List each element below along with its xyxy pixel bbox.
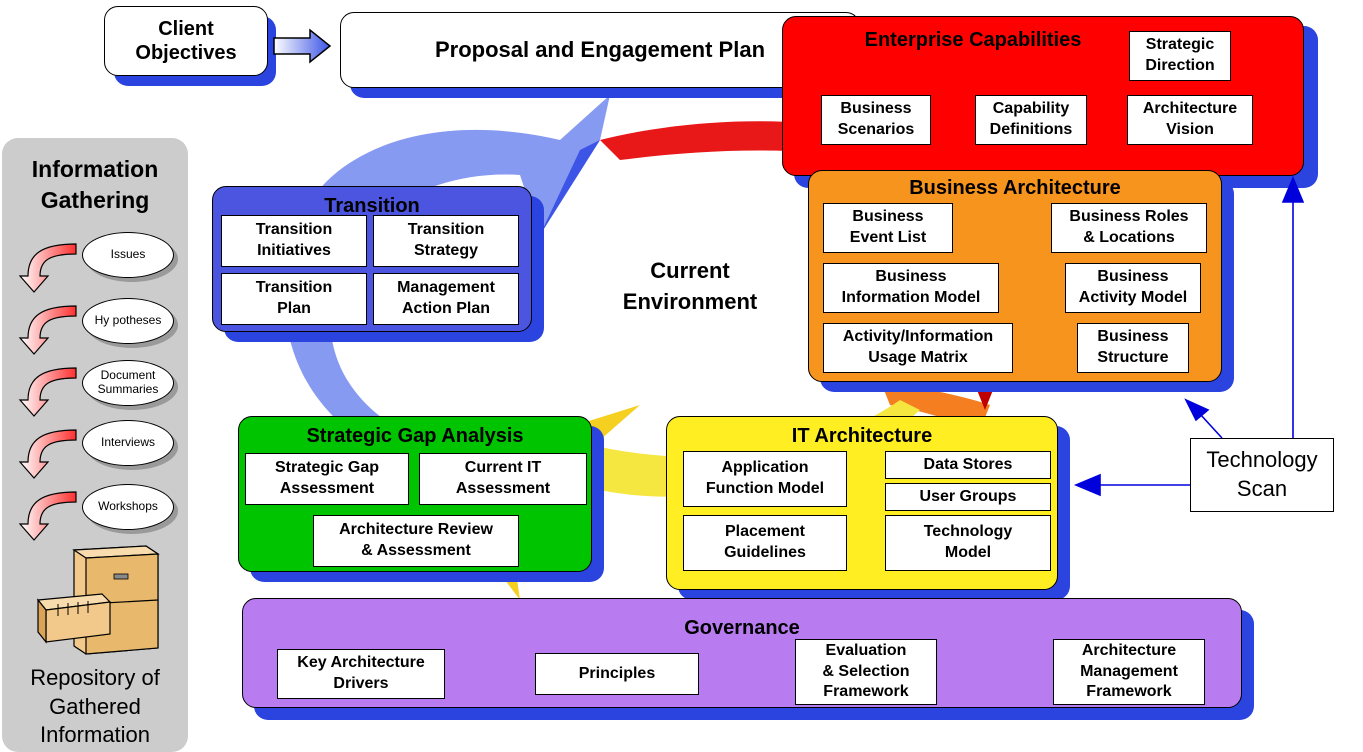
blue-cycle-highlight [540, 140, 600, 235]
governance-panel: Governance Key Architecture Drivers Prin… [242, 598, 1242, 708]
activity-information-matrix-box[interactable]: Activity/Information Usage Matrix [823, 323, 1013, 373]
technology-model-box[interactable]: Technology Model [885, 515, 1051, 571]
repository-label: Repository of Gathered Information [30, 665, 160, 748]
strategic-gap-assessment-box[interactable]: Strategic Gap Assessment [245, 453, 409, 505]
data-stores-box[interactable]: Data Stores [885, 451, 1051, 479]
it-architecture-panel: IT Architecture Application Function Mod… [666, 416, 1058, 590]
transition-title: Transition [324, 195, 420, 217]
strategic-gap-analysis-panel: Strategic Gap Analysis Strategic Gap Ass… [238, 416, 592, 572]
workshops-ellipse[interactable]: Workshops [82, 484, 174, 530]
evaluation-selection-box[interactable]: Evaluation & Selection Framework [795, 639, 937, 705]
architecture-review-box[interactable]: Architecture Review & Assessment [313, 515, 519, 567]
user-groups-box[interactable]: User Groups [885, 483, 1051, 511]
gathering-arrows-icon [18, 243, 77, 541]
client-objectives-box[interactable]: Client Objectives [104, 6, 268, 76]
transition-panel: Transition Transition Initiatives Transi… [212, 186, 532, 332]
technology-scan-box[interactable] [1190, 438, 1334, 512]
application-function-model-box[interactable]: Application Function Model [683, 451, 847, 507]
business-architecture-panel: Business Architecture Business Event Lis… [808, 170, 1222, 382]
transition-initiatives-box[interactable]: Transition Initiatives [221, 215, 367, 267]
current-it-assessment-box[interactable]: Current IT Assessment [419, 453, 587, 505]
document-summaries-ellipse[interactable]: Document Summaries [82, 360, 174, 406]
business-scenarios-box[interactable]: Business Scenarios [821, 95, 931, 145]
issues-ellipse[interactable]: Issues [82, 232, 174, 278]
interviews-ellipse[interactable]: Interviews [82, 420, 174, 466]
key-architecture-drivers-box[interactable]: Key Architecture Drivers [277, 649, 445, 699]
enterprise-capabilities-panel: Enterprise Capabilities Strategic Direct… [782, 16, 1304, 176]
business-activity-model-box[interactable]: Business Activity Model [1065, 263, 1201, 313]
management-action-plan-box[interactable]: Management Action Plan [373, 273, 519, 325]
strategic-gap-analysis-title: Strategic Gap Analysis [306, 425, 524, 447]
filing-cabinet-icon [36, 545, 160, 655]
principles-box[interactable]: Principles [535, 653, 699, 695]
client-objectives-arrow-icon [273, 28, 332, 64]
transition-strategy-box[interactable]: Transition Strategy [373, 215, 519, 267]
business-roles-locations-box[interactable]: Business Roles & Locations [1051, 203, 1207, 253]
it-architecture-title: IT Architecture [791, 425, 933, 447]
hypotheses-ellipse[interactable]: Hy potheses [82, 298, 174, 344]
proposal-box[interactable]: Proposal and Engagement Plan [340, 12, 860, 88]
capability-definitions-box[interactable]: Capability Definitions [975, 95, 1087, 145]
architecture-management-box[interactable]: Architecture Management Framework [1053, 639, 1205, 705]
yellow-cycle-arrow [540, 400, 920, 497]
business-information-model-box[interactable]: Business Information Model [823, 263, 999, 313]
governance-title: Governance [684, 617, 800, 639]
strategic-direction-box[interactable]: Strategic Direction [1129, 31, 1231, 81]
transition-plan-box[interactable]: Transition Plan [221, 273, 367, 325]
business-architecture-title: Business Architecture [909, 177, 1121, 199]
enterprise-capabilities-title: Enterprise Capabilities [864, 29, 1082, 51]
business-structure-box[interactable]: Business Structure [1077, 323, 1189, 373]
current-environment-label: Current Environment [622, 258, 758, 314]
information-gathering-title: Information Gathering [31, 156, 159, 214]
technology-scan-label: Technology Scan [1206, 447, 1318, 501]
business-event-list-box[interactable]: Business Event List [823, 203, 953, 253]
architecture-vision-box[interactable]: Architecture Vision [1127, 95, 1253, 145]
placement-guidelines-box[interactable]: Placement Guidelines [683, 515, 847, 571]
